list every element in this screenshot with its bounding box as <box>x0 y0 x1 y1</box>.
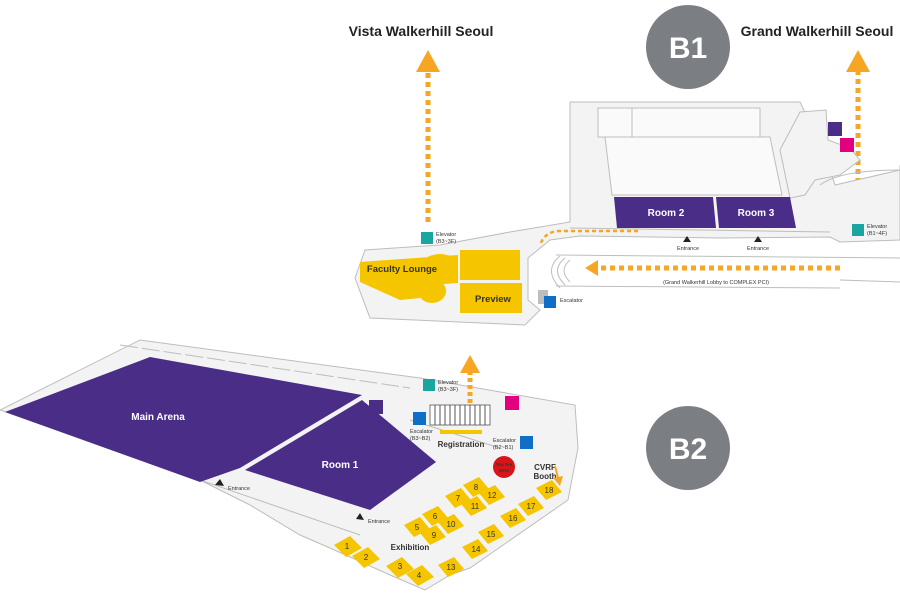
booth-6-label: 6 <box>433 512 438 521</box>
b1-floor-badge <box>646 5 730 89</box>
booth-13 <box>438 557 464 577</box>
b2-escalator-right-range: (B2~B1) <box>493 445 513 451</box>
booth-14 <box>462 539 488 559</box>
booth-10 <box>438 514 464 534</box>
booth-14-label: 14 <box>472 545 481 554</box>
b1-elevator-right-icon <box>852 224 864 236</box>
main-arena <box>5 357 362 482</box>
b2-womens-restroom-icon <box>505 396 519 410</box>
main-arena-label: Main Arena <box>131 412 185 423</box>
booth-11 <box>461 496 487 516</box>
b2-room1-label: Room 1 <box>322 460 359 471</box>
booth-3 <box>386 557 414 578</box>
b1-elevator-left-range: (B3~3F) <box>436 239 456 245</box>
booth-16-label: 16 <box>509 514 518 523</box>
b1-floor-plan: Room 2 Room 3 Entrance Entrance Faculty … <box>354 101 900 326</box>
faculty-lounge-label: Faculty Lounge <box>367 264 437 275</box>
b2-mens-restroom-icon <box>369 400 383 414</box>
b1-floor-label: B1 <box>669 32 707 65</box>
b2-floor-badge <box>646 406 730 490</box>
booth-4 <box>406 565 434 586</box>
route-note: (Grand Walkerhill Lobby to COMPLEX PCI) <box>663 280 769 286</box>
b1-gold-room <box>460 250 520 280</box>
vista-walkerhill-title: Vista Walkerhill Seoul <box>349 23 494 39</box>
you-are-here-line2: Here <box>499 468 510 473</box>
grand-walkerhill-title: Grand Walkerhill Seoul <box>741 23 894 39</box>
b2-elevator-range: (B3~3F) <box>438 387 458 393</box>
vista-direction-arrow <box>416 50 440 222</box>
booth-11-label: 11 <box>471 502 480 511</box>
b2-escalator-left-label: Escalator <box>410 429 433 435</box>
registration-desk <box>440 430 482 434</box>
b1-escalator-label: Escalator <box>560 298 583 304</box>
b2-entrance-right: Entrance <box>368 519 390 525</box>
booth-17 <box>518 496 544 516</box>
booth-5-label: 5 <box>415 523 420 532</box>
cvrf-booth-line1: CVRF <box>534 463 556 472</box>
b1-mens-restroom-icon <box>828 122 842 136</box>
booth-18-label: 18 <box>545 486 554 495</box>
b1-elevator-left-label: Elevator <box>436 232 456 238</box>
preview-label: Preview <box>475 294 512 305</box>
b2-floor-label: B2 <box>669 433 707 466</box>
cvrf-booth-line2: Booth <box>533 472 556 481</box>
booth-1-label: 1 <box>345 542 350 551</box>
b1-elevator-right-label: Elevator <box>867 224 887 230</box>
preview-room <box>460 283 522 313</box>
booth-2 <box>352 547 380 568</box>
exhibition-label: Exhibition <box>391 543 430 552</box>
b2-escalator-left-icon <box>413 412 426 425</box>
registration-label: Registration <box>438 440 485 449</box>
registration-stairs <box>429 404 491 426</box>
b1-elevator-left-icon <box>421 232 433 244</box>
booth-17-label: 17 <box>527 502 536 511</box>
b1-room3-label: Room 3 <box>738 208 775 219</box>
booth-2-label: 2 <box>364 553 369 562</box>
b2-elevator-icon <box>423 379 435 391</box>
booth-10-label: 10 <box>447 520 456 529</box>
booth-9-label: 9 <box>432 531 437 540</box>
b1-womens-restroom-icon <box>840 138 854 152</box>
b2-escalator-left-range: (B3~B2) <box>410 436 430 442</box>
booth-13-label: 13 <box>447 563 456 572</box>
b1-room2 <box>614 197 716 228</box>
b2-floor-plan: Main Arena Room 1 Entrance Entrance Elev… <box>0 339 579 591</box>
booth-12-label: 12 <box>488 491 497 500</box>
b1-entrance-left: Entrance <box>677 246 699 252</box>
booth-4-label: 4 <box>417 571 422 580</box>
b1-entrance-right: Entrance <box>747 246 769 252</box>
b2-elevator-label: Elevator <box>438 380 458 386</box>
booth-group: 1 2 3 4 5 6 9 10 7 8 <box>334 477 562 586</box>
booth-3-label: 3 <box>398 562 403 571</box>
b1-room3 <box>716 197 796 228</box>
you-are-here-marker <box>493 456 515 478</box>
booth-18 <box>536 480 562 500</box>
booth-8-label: 8 <box>474 483 479 492</box>
b2-room1 <box>245 400 436 510</box>
b1-room2-label: Room 2 <box>648 208 685 219</box>
b2-escalator-right-label: Escalator <box>493 438 516 444</box>
b2-escalator-right-icon <box>520 436 533 449</box>
booth-12 <box>479 485 505 505</box>
you-are-here-line1: You Are <box>496 462 513 467</box>
booth-9 <box>420 525 446 545</box>
booth-15-label: 15 <box>487 530 496 539</box>
booth-16 <box>500 508 526 528</box>
booth-7-label: 7 <box>456 494 461 503</box>
booth-15 <box>478 524 504 544</box>
b2-entrance-left: Entrance <box>228 486 250 492</box>
b1-escalator-icon <box>544 296 556 308</box>
b1-elevator-right-range: (B1~4F) <box>867 231 887 237</box>
booth-1 <box>334 536 362 557</box>
